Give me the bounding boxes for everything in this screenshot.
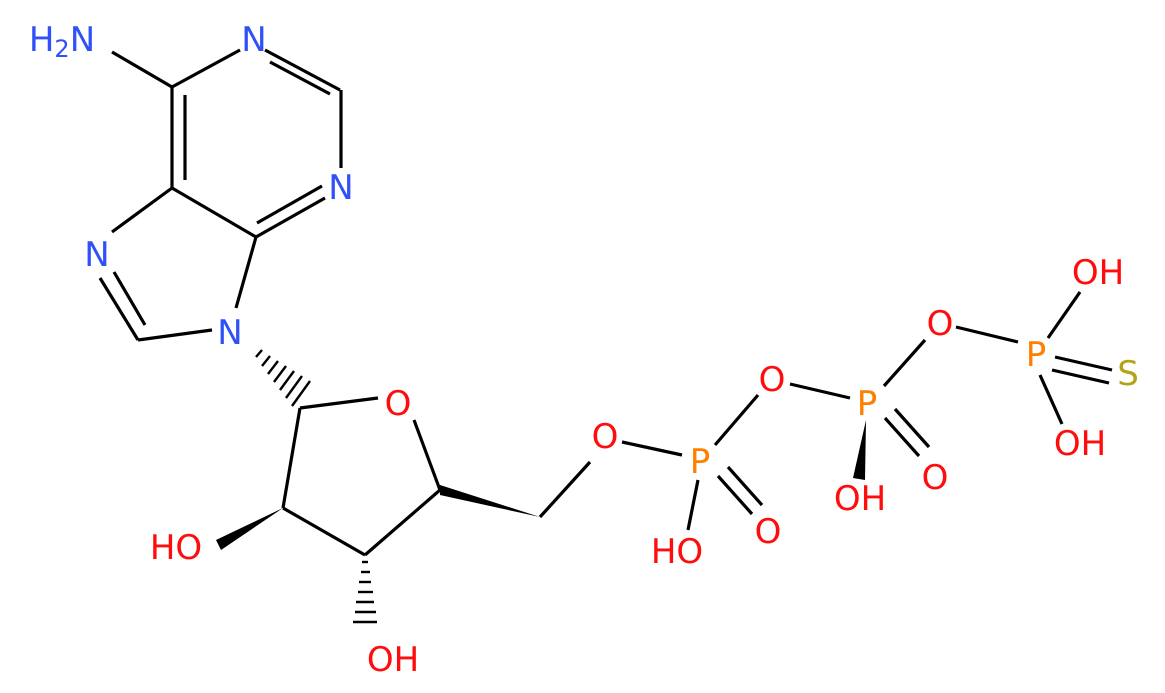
bond-n1-c2-double — [269, 60, 331, 96]
bond-o4-c4 — [412, 419, 442, 491]
bond-pa-o-double — [726, 465, 764, 507]
bond-c3-c4 — [363, 488, 442, 557]
atom-oh3: OH — [367, 640, 419, 680]
bond-pg-oh1 — [1046, 291, 1082, 339]
bond-pa-oab — [713, 393, 760, 447]
wedge-pb-oh — [853, 420, 866, 480]
atom-pg-oh1: OH — [1072, 253, 1124, 293]
hash-bond-c3-oh — [353, 560, 377, 624]
atom-labels: H2N N N N N O HO OH O P HO O O P OH O O … — [29, 20, 1139, 680]
wedge-c2-oh — [216, 508, 283, 550]
atom-o-bg: O — [927, 304, 954, 344]
atom-pg-oh2: OH — [1054, 424, 1106, 464]
atom-pb: P — [857, 384, 878, 424]
atom-n9: N — [217, 313, 242, 353]
bond-pb-o — [883, 416, 921, 458]
atom-pa-oh: HO — [651, 532, 703, 572]
bond-pa-o — [716, 474, 754, 516]
atom-o-ab: O — [759, 360, 786, 400]
atom-o5: O — [592, 417, 619, 457]
atom-pb-oh: OH — [834, 479, 886, 519]
bond-n3-c4-double — [256, 184, 323, 225]
phosphate-bonds — [621, 291, 1113, 531]
bond-c4-n9 — [234, 236, 258, 309]
bond-n1-c2 — [264, 48, 341, 92]
bond-n3-c4 — [255, 196, 326, 239]
bond-c1-c2 — [281, 407, 302, 509]
ribose-bonds — [216, 349, 592, 624]
bond-c2-c3 — [282, 506, 366, 557]
bond-c1-o4 — [299, 396, 379, 410]
bond-n7-c8 — [98, 277, 140, 341]
bond-pb-o-double — [893, 407, 931, 449]
atom-n1: N — [241, 20, 266, 60]
atom-oh2: HO — [150, 528, 202, 568]
bond-pa-oh — [686, 479, 700, 531]
bond-c8-n9 — [137, 328, 213, 342]
bond-c6-nh2 — [111, 50, 173, 89]
bond-pg-s — [1054, 355, 1113, 372]
purine-bonds — [98, 48, 343, 342]
bond-c4-c5 — [171, 186, 257, 239]
bond-pg-oh2 — [1038, 374, 1064, 425]
atom-pg: P — [1026, 335, 1047, 375]
atom-nh2: H2N — [29, 20, 95, 63]
atom-o-ring: O — [385, 384, 412, 424]
atom-pb-o: O — [922, 458, 949, 498]
bond-c6-n1 — [171, 48, 241, 89]
bond-n7-c8-double — [112, 271, 147, 326]
bond-o5-pa — [621, 440, 683, 457]
bond-pb-obg — [882, 338, 927, 388]
atom-pa-o: O — [755, 512, 782, 552]
atom-n3: N — [328, 168, 353, 208]
bond-c5-o5 — [538, 460, 592, 519]
bond-c5-n7 — [111, 186, 173, 234]
bond-pg-s-double — [1051, 368, 1110, 385]
atom-n7: N — [84, 235, 109, 275]
atom-pa: P — [690, 442, 711, 482]
bond-oab-pb — [789, 382, 851, 400]
bond-obg-pg — [955, 325, 1019, 344]
atom-pg-s: S — [1117, 354, 1139, 394]
hash-bond-n9-c1 — [255, 349, 311, 407]
wedge-c4-c5 — [440, 485, 540, 517]
